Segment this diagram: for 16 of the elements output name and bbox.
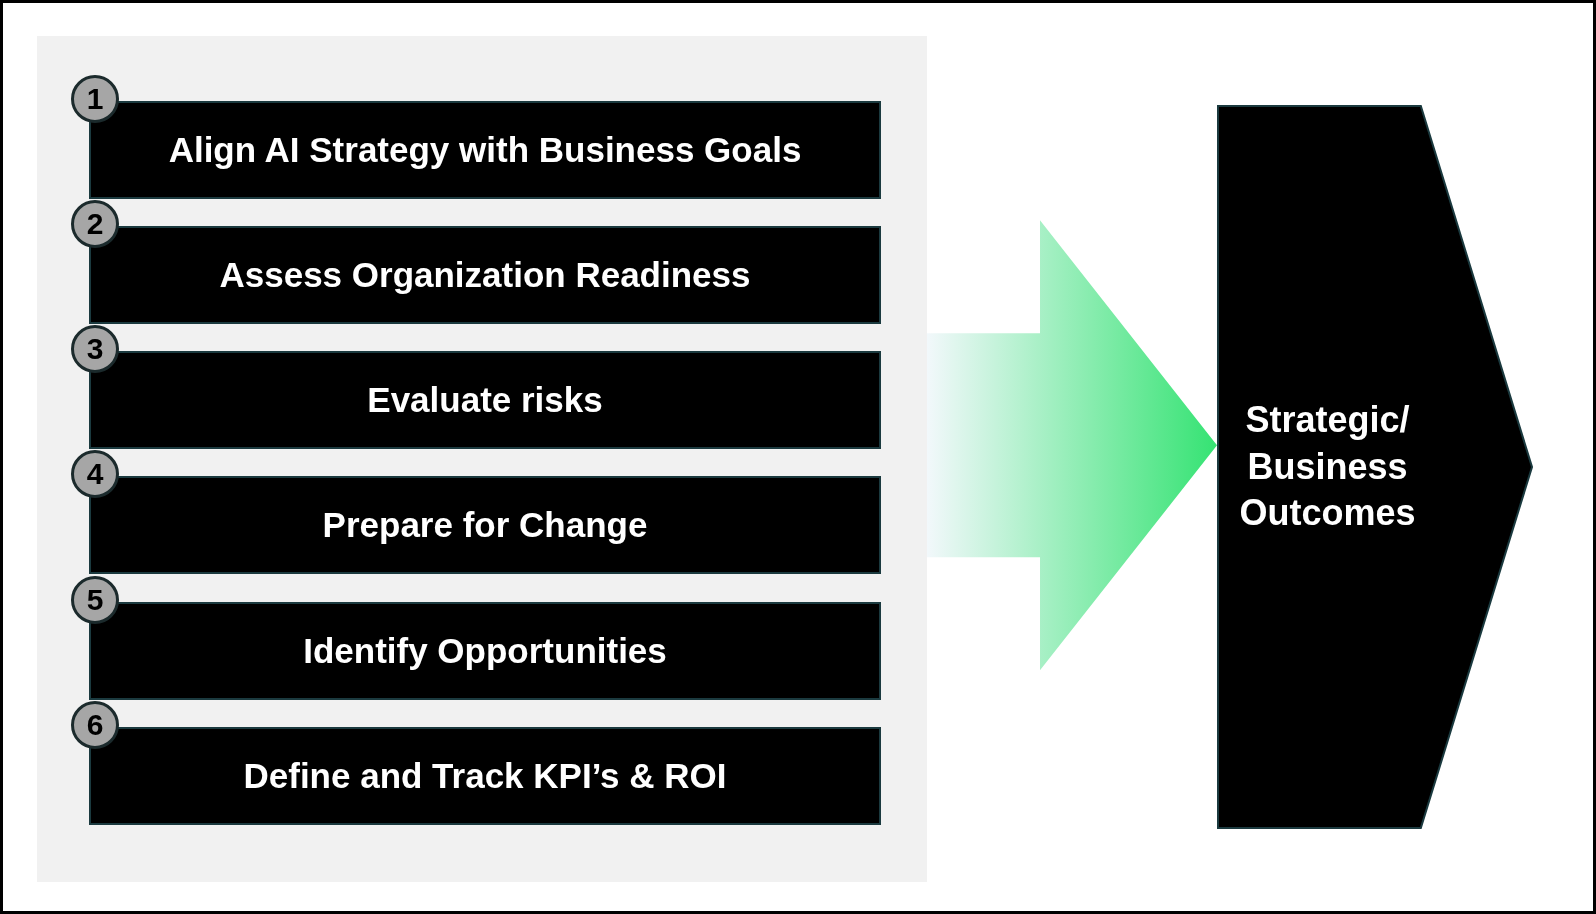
step-number: 1 — [71, 75, 119, 123]
outcome-label: Strategic/ Business Outcomes — [1238, 397, 1417, 536]
step-number: 4 — [71, 450, 119, 498]
step-label: Define and Track KPI’s & ROI — [243, 756, 727, 796]
arrow — [927, 220, 1217, 671]
step-label: Prepare for Change — [322, 505, 648, 545]
panel-background — [37, 36, 927, 882]
step-number: 2 — [71, 200, 119, 248]
step-label: Evaluate risks — [367, 380, 603, 420]
step-number: 5 — [71, 576, 119, 624]
step-label: Identify Opportunities — [303, 631, 667, 671]
outcome-chevron — [1217, 105, 1533, 829]
step-number: 3 — [71, 325, 119, 373]
step-label: Assess Organization Readiness — [219, 255, 751, 295]
step-label: Align AI Strategy with Business Goals — [168, 130, 802, 170]
step-number: 6 — [71, 701, 119, 749]
